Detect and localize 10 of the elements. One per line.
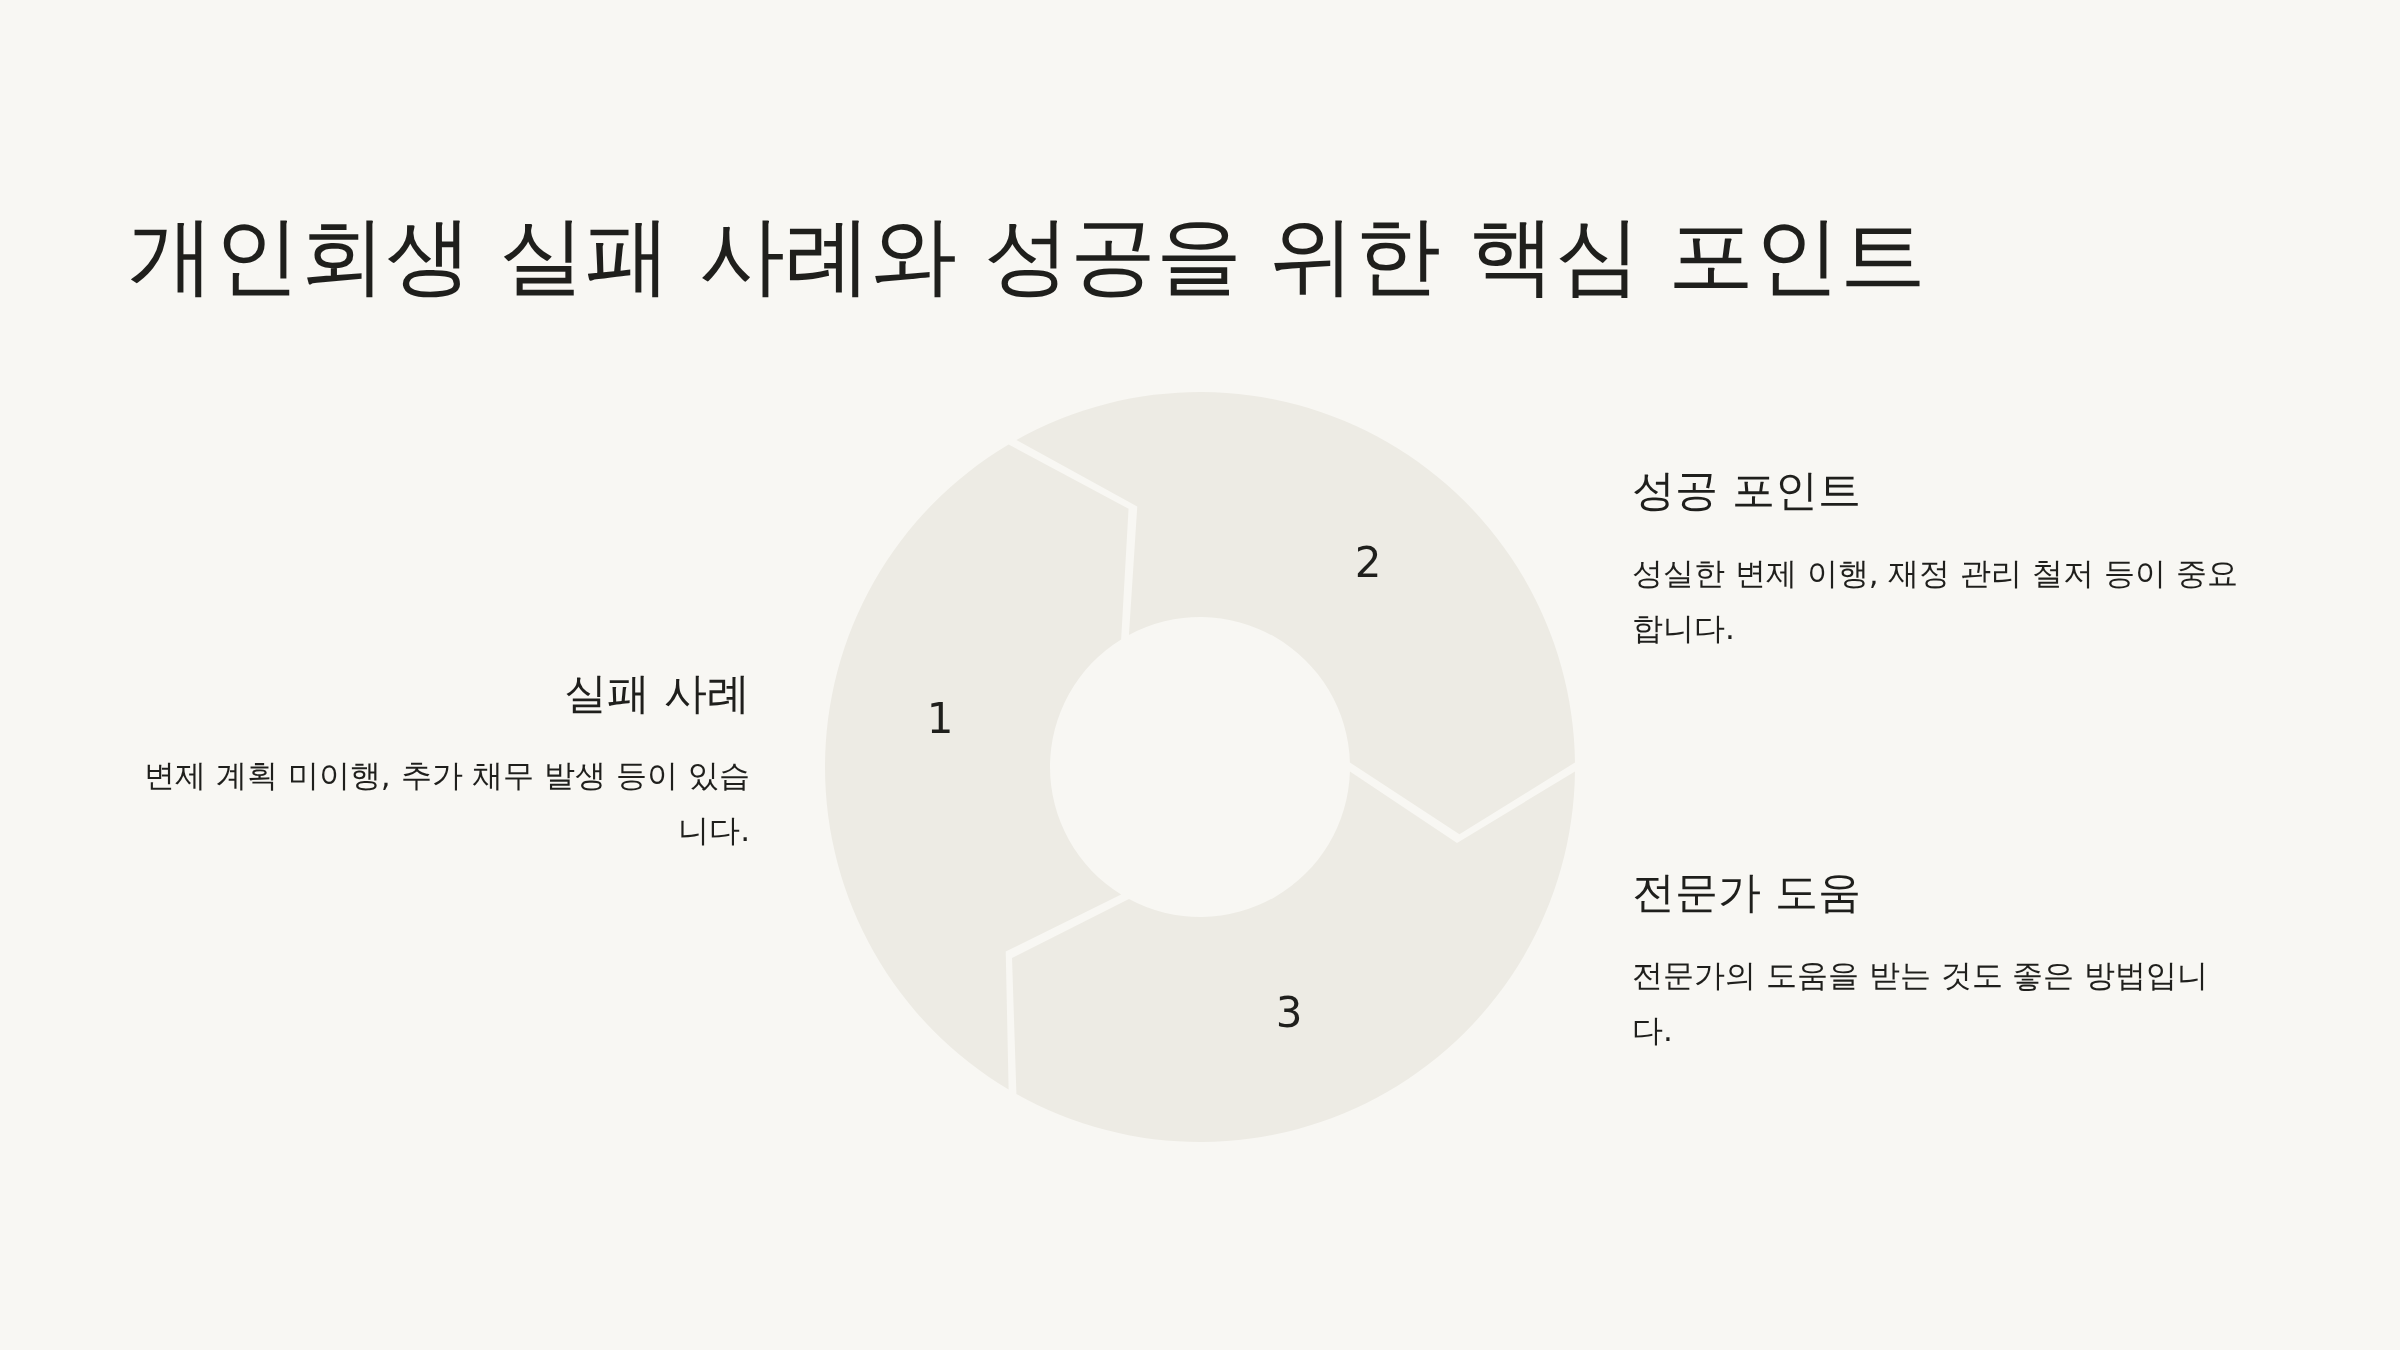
step-number: 2 — [1354, 538, 1382, 588]
description: 전문가의 도움을 받는 것도 좋은 방법입니다. — [1632, 956, 2210, 1050]
description: 성실한 변제 이행, 재정 관리 철저 등이 중요합니다. — [1632, 554, 2239, 648]
heading: 성공 포인트 — [1632, 464, 1861, 517]
step-number: 3 — [1275, 988, 1303, 1038]
title: 개인회생 실패 사례와 성공을 위한 핵심 포인트 — [128, 204, 1927, 307]
heading: 전문가 도움 — [1632, 866, 1861, 919]
heading: 실패 사례 — [564, 667, 750, 720]
description: 변제 계획 미이행, 추가 채무 발생 등이 있습니다. — [143, 756, 750, 850]
step-number: 1 — [926, 694, 954, 744]
